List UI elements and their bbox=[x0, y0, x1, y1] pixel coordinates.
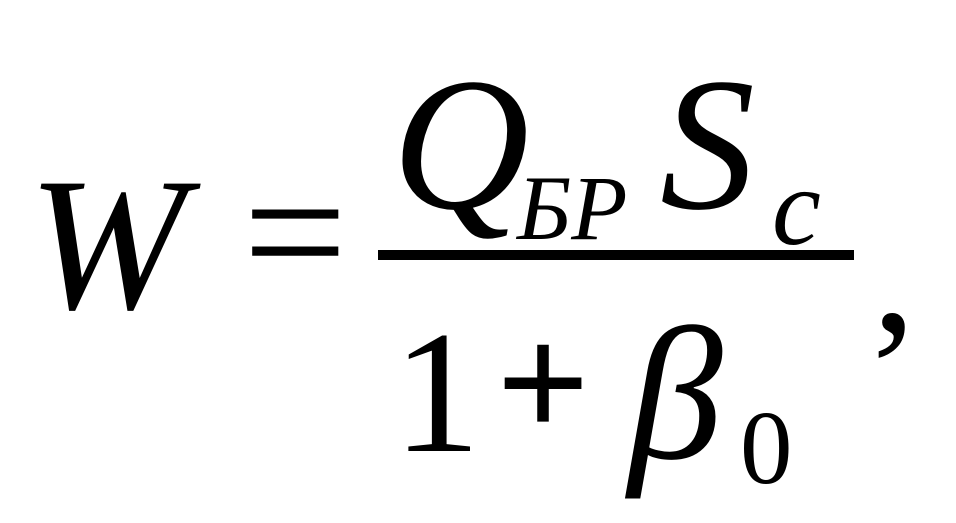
numerator-s: S bbox=[660, 40, 755, 250]
denominator-one: 1 bbox=[393, 295, 481, 489]
numerator-q: Q bbox=[392, 40, 530, 250]
lhs-variable-w: W bbox=[28, 140, 187, 350]
denominator-beta: β bbox=[628, 290, 723, 500]
numerator-q-subscript: БР bbox=[517, 157, 628, 259]
denominator-plus: + bbox=[496, 291, 591, 474]
equals-sign: = bbox=[243, 130, 348, 335]
denominator-beta-subscript: 0 bbox=[740, 389, 793, 506]
fraction-bar bbox=[378, 250, 854, 260]
numerator-s-subscript: c bbox=[772, 146, 821, 268]
trailing-comma: , bbox=[872, 175, 916, 369]
